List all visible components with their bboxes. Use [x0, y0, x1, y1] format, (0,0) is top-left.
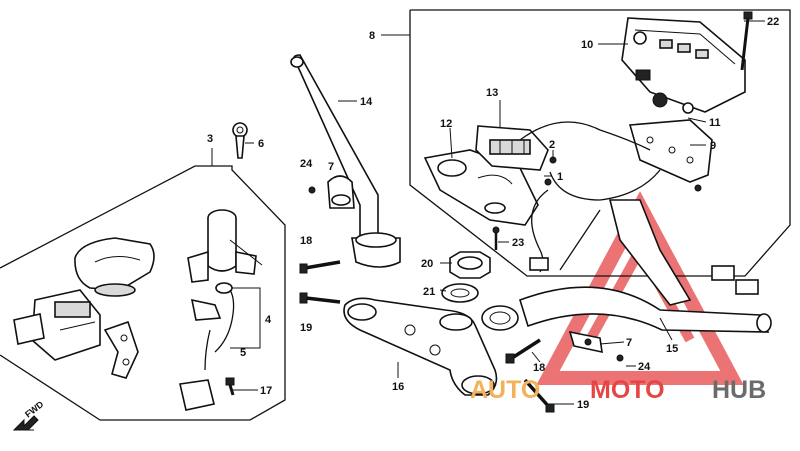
switch-body — [13, 289, 101, 361]
handlebar-left — [290, 54, 401, 268]
callout-20: 20 — [421, 258, 433, 270]
meter-bracket — [628, 92, 713, 183]
watermark-hub: HUB — [712, 376, 766, 404]
callout-2: 2 — [549, 139, 555, 151]
wire-harness-4 — [179, 289, 235, 411]
screw-24-right — [616, 354, 624, 362]
callout-14: 14 — [360, 96, 373, 108]
holder-clamp-right — [568, 330, 603, 354]
holder-clamp-left — [308, 175, 355, 209]
callout-10: 10 — [581, 39, 593, 51]
switch-cover — [74, 237, 155, 297]
bolt-19-right — [523, 378, 555, 413]
callout-7-left: 7 — [328, 161, 334, 173]
ignition-key — [232, 122, 248, 159]
washer — [441, 283, 479, 303]
watermark-text: AUTO MOTO HUB — [470, 376, 766, 404]
callout-17: 17 — [260, 385, 272, 397]
meter-cover — [621, 17, 746, 113]
callout-13: 13 — [486, 87, 498, 99]
callout-19-right: 19 — [577, 399, 589, 411]
callout-24-left: 24 — [300, 158, 313, 170]
callout-16: 16 — [392, 381, 404, 393]
callout-9: 9 — [710, 140, 716, 152]
watermark-moto: MOTO — [590, 376, 665, 404]
bolt-22 — [740, 11, 753, 71]
callout-15: 15 — [666, 343, 678, 355]
stem-nut — [449, 251, 491, 279]
fwd-arrow — [12, 415, 39, 431]
callout-24-right: 24 — [638, 361, 651, 373]
group-box-8 — [381, 9, 791, 277]
callout-3: 3 — [207, 133, 213, 145]
switch-bracket — [103, 320, 139, 379]
watermark-auto: AUTO — [470, 376, 540, 404]
group-box-3 — [0, 148, 286, 421]
callout-21: 21 — [423, 286, 435, 298]
bolt-19-left — [299, 292, 341, 304]
callout-22: 22 — [767, 16, 779, 28]
callout-6: 6 — [258, 138, 264, 150]
callout-18-left: 18 — [300, 235, 312, 247]
indicator-unit — [475, 125, 549, 171]
callout-5: 5 — [240, 347, 246, 359]
bolt-18-right — [505, 338, 541, 364]
bolt-18-left — [299, 260, 341, 274]
handlebar-right — [481, 199, 772, 333]
callout-19-left: 19 — [300, 322, 312, 334]
callouts: 22 10 8 11 9 13 12 2 1 23 14 24 7 18 19 … — [23, 16, 779, 420]
callout-7-right: 7 — [626, 337, 632, 349]
callout-18-right: 18 — [533, 362, 545, 374]
top-bridge — [343, 297, 498, 396]
bolt-17 — [225, 377, 235, 396]
callout-1: 1 — [557, 171, 563, 183]
callout-12: 12 — [440, 118, 452, 130]
callout-4: 4 — [265, 314, 272, 326]
callout-8: 8 — [369, 30, 375, 42]
leader-lines — [229, 20, 765, 405]
ignition-switch — [187, 209, 257, 294]
wiring-harness — [519, 121, 661, 273]
callout-11: 11 — [709, 117, 721, 129]
callout-23: 23 — [512, 237, 524, 249]
